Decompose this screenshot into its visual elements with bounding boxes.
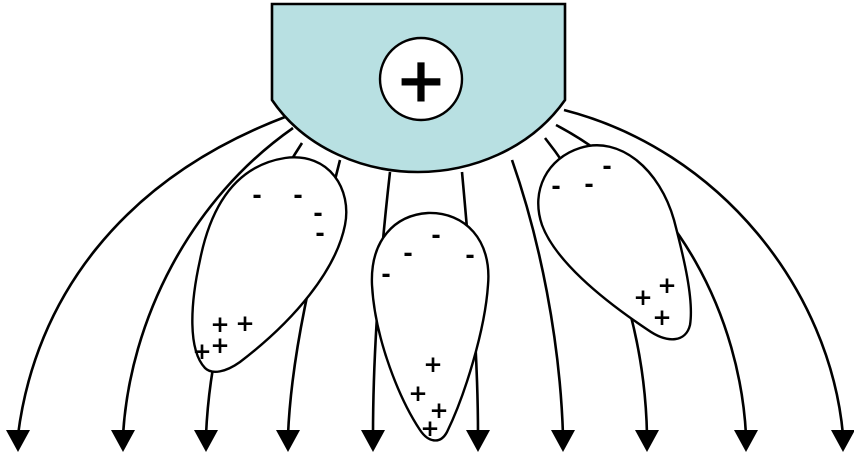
droplet-right-positive-charges: + + + [633,273,676,331]
arrow-head-9 [734,430,758,452]
positive-charge: + [652,305,671,331]
negative-charge: - [315,221,325,247]
field-line-1 [16,115,286,436]
negative-charge: - [381,262,391,288]
positive-charge: + [235,311,254,337]
droplet-right: - - - + + + [537,144,693,341]
arrow-head-10 [831,430,854,452]
droplet-center-outline [370,211,490,442]
droplet-left: - - - - + + + + [191,156,348,374]
negative-charge: - [313,201,323,227]
droplet-left-positive-charges: + + + + [192,311,254,365]
arrow-head-8 [635,430,659,452]
negative-charge: - [602,154,612,180]
negative-charge: - [403,241,413,267]
arrow-heads [6,430,854,452]
positive-charge: + [429,398,448,424]
positive-charge: + [423,352,442,378]
droplet-right-outline [537,144,693,341]
arrow-head-1 [6,430,30,452]
positive-charge: + [420,416,439,442]
negative-charge: - [252,183,262,209]
droplet-right-negative-charges: - - - [551,154,612,200]
droplet-left-outline [191,156,348,374]
positive-charge: + [210,312,229,338]
droplet-left-negative-charges: - - - - [252,183,325,247]
droplet-center-positive-charges: + + + + [408,352,448,442]
positive-electrode: + [270,2,567,174]
negative-charge: - [465,243,475,269]
positive-charge: + [192,339,211,365]
negative-charge: - [551,174,561,200]
field-line-10 [563,108,845,436]
negative-charge: - [431,223,441,249]
field-line-2 [121,126,294,436]
arrow-head-5 [361,430,385,452]
arrow-head-2 [111,430,135,452]
positive-charge: + [633,285,652,311]
negative-charge: - [584,172,594,198]
field-line-7 [510,159,565,436]
positive-charge: + [657,273,676,299]
electrode-charge-symbol: + [395,44,447,117]
droplet-center: - - - - + + + + [370,211,490,442]
arrow-head-6 [466,430,490,452]
arrow-head-7 [551,430,575,452]
negative-charge: - [293,183,303,209]
positive-charge: + [210,333,229,359]
positive-charge: + [408,381,427,407]
arrow-head-4 [276,430,300,452]
droplet-center-negative-charges: - - - - [381,223,475,288]
arrow-head-3 [194,430,218,452]
electrode-charge-circle [378,36,464,122]
